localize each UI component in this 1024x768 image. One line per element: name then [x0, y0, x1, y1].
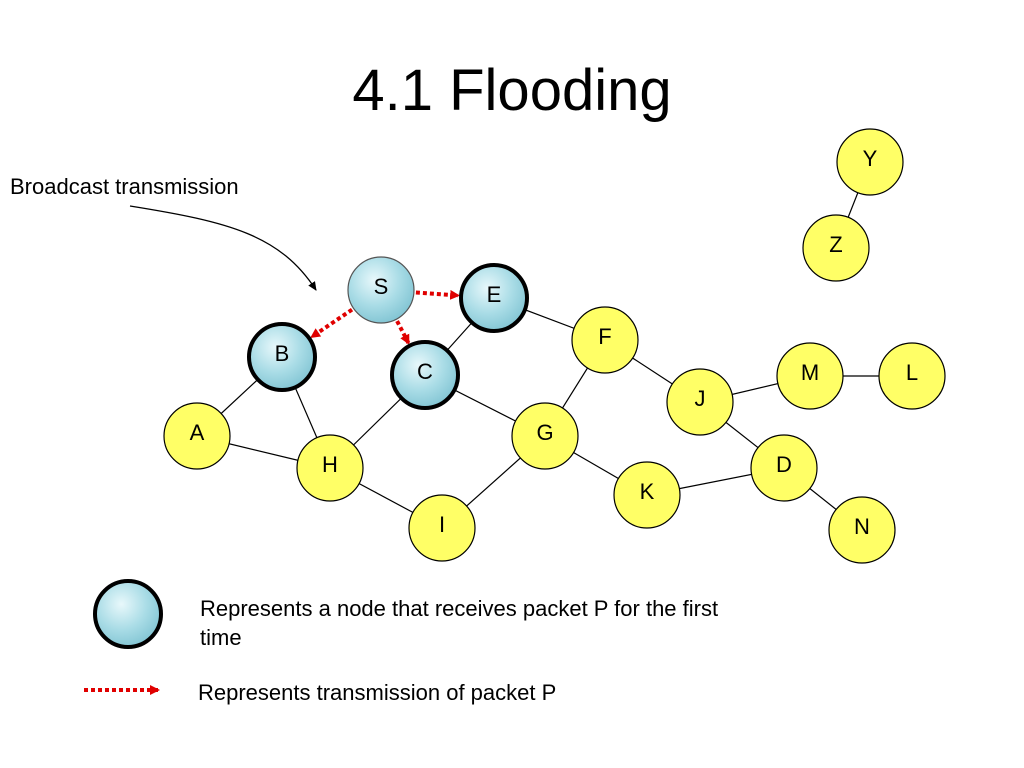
node-label-n: N: [854, 514, 870, 539]
node-label-z: Z: [829, 232, 842, 257]
node-z: Z: [802, 214, 870, 282]
annotation-arrow: [129, 205, 317, 291]
node-label-i: I: [439, 512, 445, 537]
node-label-y: Y: [863, 146, 878, 171]
node-label-l: L: [906, 360, 918, 385]
legend-received-node-text: Represents a node that receives packet P…: [200, 596, 719, 650]
legend-transmission-text: Represents transmission of packet P: [198, 680, 557, 705]
node-d: D: [750, 434, 818, 502]
node-label-j: J: [695, 386, 706, 411]
node-label-k: K: [640, 479, 655, 504]
node-k: K: [613, 461, 681, 529]
node-label-f: F: [598, 324, 611, 349]
node-h: H: [296, 434, 364, 502]
transmission-s-c: [395, 320, 411, 345]
node-e: E: [459, 263, 529, 333]
slide-title: 4.1 Flooding: [352, 58, 672, 123]
node-b: B: [247, 322, 317, 392]
node-y: Y: [836, 128, 904, 196]
node-m: M: [776, 342, 844, 410]
node-label-h: H: [322, 452, 338, 477]
transmissions-layer: [310, 289, 461, 345]
node-s: S: [347, 256, 415, 324]
node-label-e: E: [487, 282, 502, 307]
node-label-m: M: [801, 360, 819, 385]
transmission-s-b: [310, 307, 354, 339]
node-label-s: S: [374, 274, 389, 299]
node-l: L: [878, 342, 946, 410]
node-a: A: [163, 402, 231, 470]
node-n: N: [828, 496, 896, 564]
broadcast-annotation-label: Broadcast transmission: [10, 174, 239, 199]
node-g: G: [511, 402, 579, 470]
node-i: I: [408, 494, 476, 562]
transmission-s-e: [415, 289, 461, 300]
node-j: J: [666, 368, 734, 436]
node-label-a: A: [190, 420, 205, 445]
node-label-d: D: [776, 452, 792, 477]
legend-received-node-icon: [93, 579, 163, 649]
node-label-c: C: [417, 359, 433, 384]
nodes-layer: S E B C A H I G F K J M L D N Y Z: [163, 128, 946, 564]
node-c: C: [390, 340, 460, 410]
node-label-g: G: [536, 420, 553, 445]
node-f: F: [571, 306, 639, 374]
node-label-b: B: [275, 341, 290, 366]
